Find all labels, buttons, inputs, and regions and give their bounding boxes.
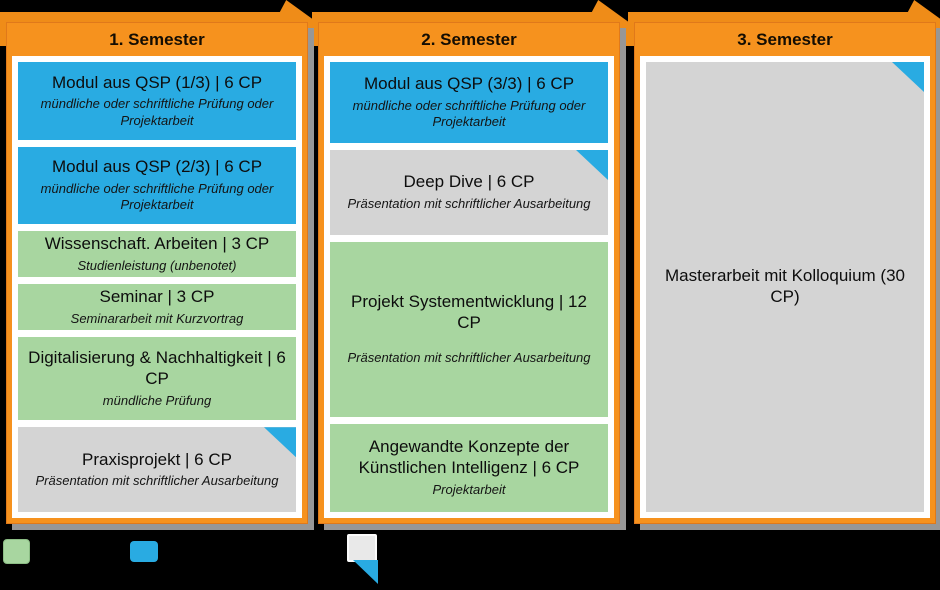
semester-3-body: Masterarbeit mit Kolloquium (30 CP) xyxy=(640,56,930,518)
module-title: Wissenschaft. Arbeiten | 3 CP xyxy=(44,234,270,254)
module-deep-dive: Deep Dive | 6 CP Präsentation mit schrif… xyxy=(330,149,608,235)
module-qsp-2: Modul aus QSP (2/3) | 6 CP mündliche ode… xyxy=(18,146,296,225)
semester-1-body: Modul aus QSP (1/3) | 6 CP mündliche ode… xyxy=(12,56,302,518)
semester-2-body: Modul aus QSP (3/3) | 6 CP mündliche ode… xyxy=(324,56,614,518)
module-digitalisierung-nachhaltigkeit: Digitalisierung & Nachhaltigkeit | 6 CP … xyxy=(18,337,296,421)
module-title: Seminar | 3 CP xyxy=(99,287,215,307)
module-title: Digitalisierung & Nachhaltigkeit | 6 CP xyxy=(28,348,286,389)
module-seminar: Seminar | 3 CP Seminararbeit mit Kurzvor… xyxy=(18,284,296,331)
semester-2-column: 2. Semester Modul aus QSP (3/3) | 6 CP m… xyxy=(318,22,620,524)
semester-1-column: 1. Semester Modul aus QSP (1/3) | 6 CP m… xyxy=(6,22,308,524)
legend-swatch-gray-module xyxy=(347,534,377,562)
semester-1-header: 1. Semester xyxy=(109,29,205,49)
legend-swatch-blue-module xyxy=(130,541,158,562)
module-angewandte-ki: Angewandte Konzepte der Künstlichen Inte… xyxy=(330,423,608,512)
module-exam-type: Präsentation mit schriftlicher Ausarbeit… xyxy=(35,473,279,489)
module-exam-type: Projektarbeit xyxy=(432,481,506,497)
module-title: Modul aus QSP (3/3) | 6 CP xyxy=(363,74,575,94)
module-qsp-1: Modul aus QSP (1/3) | 6 CP mündliche ode… xyxy=(18,62,296,140)
module-exam-type: Studienleistung (unbenotet) xyxy=(77,257,237,273)
module-exam-type: mündliche oder schriftliche Prüfung oder… xyxy=(352,98,586,130)
module-title: Deep Dive | 6 CP xyxy=(403,172,535,192)
module-praxisprojekt: Praxisprojekt | 6 CP Präsentation mit sc… xyxy=(18,427,296,513)
module-exam-type: Seminararbeit mit Kurzvortrag xyxy=(70,311,244,327)
module-title: Modul aus QSP (1/3) | 6 CP xyxy=(51,72,263,92)
legend-swatch-green-module xyxy=(3,539,30,564)
corner-marker-icon xyxy=(264,427,296,458)
semester-3-header: 3. Semester xyxy=(737,29,833,49)
legend-corner-marker-icon xyxy=(353,560,378,584)
module-title: Projekt Systementwicklung | 12 CP xyxy=(351,292,587,332)
semester-3-column: 3. Semester Masterarbeit mit Kolloquium … xyxy=(634,22,936,524)
module-title: Modul aus QSP (2/3) | 6 CP xyxy=(51,157,263,177)
module-masterarbeit: Masterarbeit mit Kolloquium (30 CP) xyxy=(646,62,924,512)
corner-marker-icon xyxy=(892,62,924,92)
module-title: Praxisprojekt | 6 CP xyxy=(82,449,232,469)
module-wissenschaft-arbeiten: Wissenschaft. Arbeiten | 3 CP Studienlei… xyxy=(18,231,296,278)
module-exam-type: mündliche Prüfung xyxy=(102,392,212,408)
module-exam-type: mündliche oder schriftliche Prüfung oder… xyxy=(40,96,274,128)
module-projekt-systementwicklung: Projekt Systementwicklung | 12 CP Präsen… xyxy=(330,241,608,417)
semester-2-header: 2. Semester xyxy=(421,29,517,49)
module-exam-type: mündliche oder schriftliche Prüfung oder… xyxy=(40,180,274,213)
module-title: Angewandte Konzepte der Künstlichen Inte… xyxy=(358,437,580,478)
module-exam-type: Präsentation mit schriftlicher Ausarbeit… xyxy=(347,196,591,212)
module-qsp-3: Modul aus QSP (3/3) | 6 CP mündliche ode… xyxy=(330,62,608,143)
module-exam-type: Präsentation mit schriftlicher Ausarbeit… xyxy=(347,349,591,365)
module-title: Masterarbeit mit Kolloquium (30 CP) xyxy=(665,266,905,306)
corner-marker-icon xyxy=(576,149,608,180)
